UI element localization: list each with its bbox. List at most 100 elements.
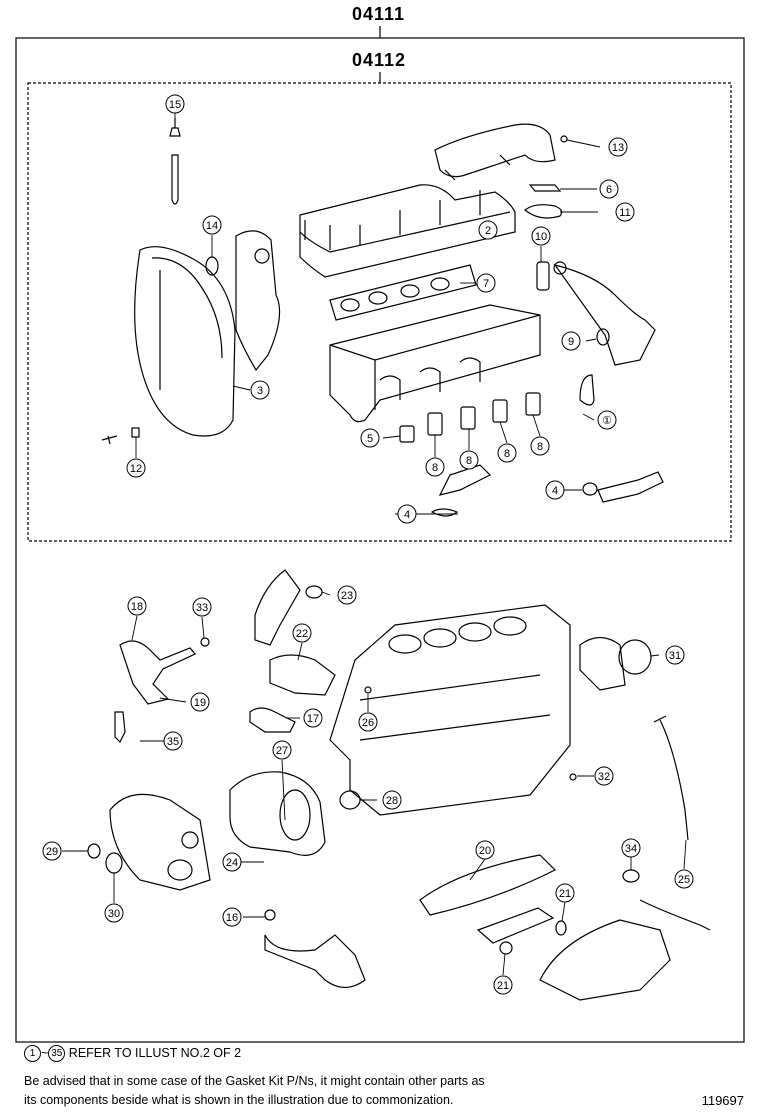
- retainer-drawing: [579, 636, 626, 691]
- callout-number: 8: [432, 462, 438, 474]
- callout-8d: 8: [530, 436, 550, 456]
- callout-4a: 4: [397, 504, 417, 524]
- callout-number: 35: [167, 736, 179, 748]
- callout-number: 27: [276, 745, 288, 757]
- egr-pipe-drawing: [536, 261, 656, 366]
- callout-31: 31: [665, 645, 685, 665]
- callout-circle: [555, 883, 575, 903]
- callout-circle: [192, 597, 212, 617]
- callout-10: 10: [531, 226, 551, 246]
- seal-34-drawing: [622, 869, 640, 883]
- callout-circle: [303, 708, 323, 728]
- cylinder-head-drawing: [329, 304, 541, 423]
- callout-number: 8: [537, 441, 543, 453]
- callout-26: 26: [358, 712, 378, 732]
- head-cover-drawing: [299, 184, 516, 278]
- callout-13: 13: [608, 137, 628, 157]
- callout-number: 18: [131, 601, 143, 613]
- pipe-4b-drawing: [597, 471, 664, 503]
- water-inlet-drawing: [539, 919, 671, 1001]
- callout-23: 23: [337, 585, 357, 605]
- gasket-17-drawing: [249, 707, 296, 733]
- callout-circle: [674, 869, 694, 889]
- seal-31-drawing: [618, 639, 652, 675]
- callout-28: 28: [382, 790, 402, 810]
- callout-number: 14: [206, 220, 218, 232]
- callout-circle: [475, 840, 495, 860]
- callout-number: 26: [362, 717, 374, 729]
- callout-number: 4: [404, 509, 410, 521]
- callout-circle: [478, 220, 498, 240]
- callout-number: 5: [367, 433, 373, 445]
- gasket-20-drawing: [419, 854, 557, 916]
- callout-number: 6: [606, 184, 612, 196]
- callout-17: 17: [303, 708, 323, 728]
- callout-number: 25: [678, 874, 690, 886]
- callout-circle: [530, 436, 550, 456]
- gasket-8a-drawing: [427, 412, 443, 436]
- callout-number: 2: [485, 225, 491, 237]
- callout-circle: [165, 94, 185, 114]
- gasket-21a-drawing: [555, 920, 567, 936]
- oil-strainer-drawing: [264, 909, 366, 989]
- callout-circle: [493, 975, 513, 995]
- callout-number: 15: [169, 99, 181, 111]
- callout-circle: [202, 215, 222, 235]
- cylinder-block-drawing: [329, 604, 571, 816]
- ref-text: REFER TO ILLUST NO.2 OF 2: [68, 1045, 242, 1060]
- callout-11: 11: [615, 202, 635, 222]
- callout-circle: [665, 645, 685, 665]
- seal-28-drawing: [339, 790, 361, 810]
- callout-circle: [597, 410, 617, 430]
- seal-23-drawing: [305, 585, 323, 599]
- callout-circle: [397, 504, 417, 524]
- callout-circle: [561, 331, 581, 351]
- callout-circle: [594, 766, 614, 786]
- callout-32: 32: [594, 766, 614, 786]
- water-outlet-drawing: [119, 637, 210, 705]
- callout-circle: [497, 443, 517, 463]
- callout-circle: [292, 623, 312, 643]
- callout-circle: [360, 428, 380, 448]
- callout-21a: 21: [555, 883, 575, 903]
- reference-note: 1~35 REFER TO ILLUST NO.2 OF 2: [24, 1045, 241, 1062]
- callout-number: 19: [194, 697, 206, 709]
- callout-5: 5: [360, 428, 380, 448]
- callout-20: 20: [475, 840, 495, 860]
- gasket-4b-drawing: [582, 482, 598, 496]
- callout-circle: [476, 273, 496, 293]
- callout-number: 3: [257, 385, 263, 397]
- callout-circle: [42, 841, 62, 861]
- callout-29: 29: [42, 841, 62, 861]
- callout-3: 3: [250, 380, 270, 400]
- callout-30: 30: [104, 903, 124, 923]
- callout-19: 19: [190, 692, 210, 712]
- ref-start-badge: 1: [24, 1045, 41, 1062]
- sensor-35-drawing: [114, 711, 126, 744]
- callout-25: 25: [674, 869, 694, 889]
- seal-14-drawing: [205, 256, 219, 276]
- timing-cover-upper-drawing: [134, 246, 236, 437]
- callout-circle: [337, 585, 357, 605]
- callout-number: 8: [504, 448, 510, 460]
- leader-lines: [62, 113, 687, 976]
- callout-circle: [358, 712, 378, 732]
- callout-circle: [599, 179, 619, 199]
- callout-number: 34: [625, 843, 637, 855]
- callout-circle: [126, 458, 146, 478]
- gasket-4a-drawing: [430, 508, 459, 517]
- pipe-4a-drawing: [438, 464, 492, 496]
- seal-29-drawing: [87, 843, 101, 859]
- bolt-13: [560, 135, 568, 143]
- callout-9: 9: [561, 331, 581, 351]
- callout-number: 29: [46, 846, 58, 858]
- gasket-9-drawing: [596, 328, 610, 346]
- callout-number: 7: [483, 278, 489, 290]
- nut-12: [131, 427, 140, 438]
- dipstick-guide-drawing: [659, 719, 689, 841]
- callout-circle: [425, 457, 445, 477]
- gasket-22-drawing: [269, 654, 336, 696]
- callout-2: 2: [478, 220, 498, 240]
- callout-21b: 21: [493, 975, 513, 995]
- timing-cover-lower-drawing: [109, 793, 211, 891]
